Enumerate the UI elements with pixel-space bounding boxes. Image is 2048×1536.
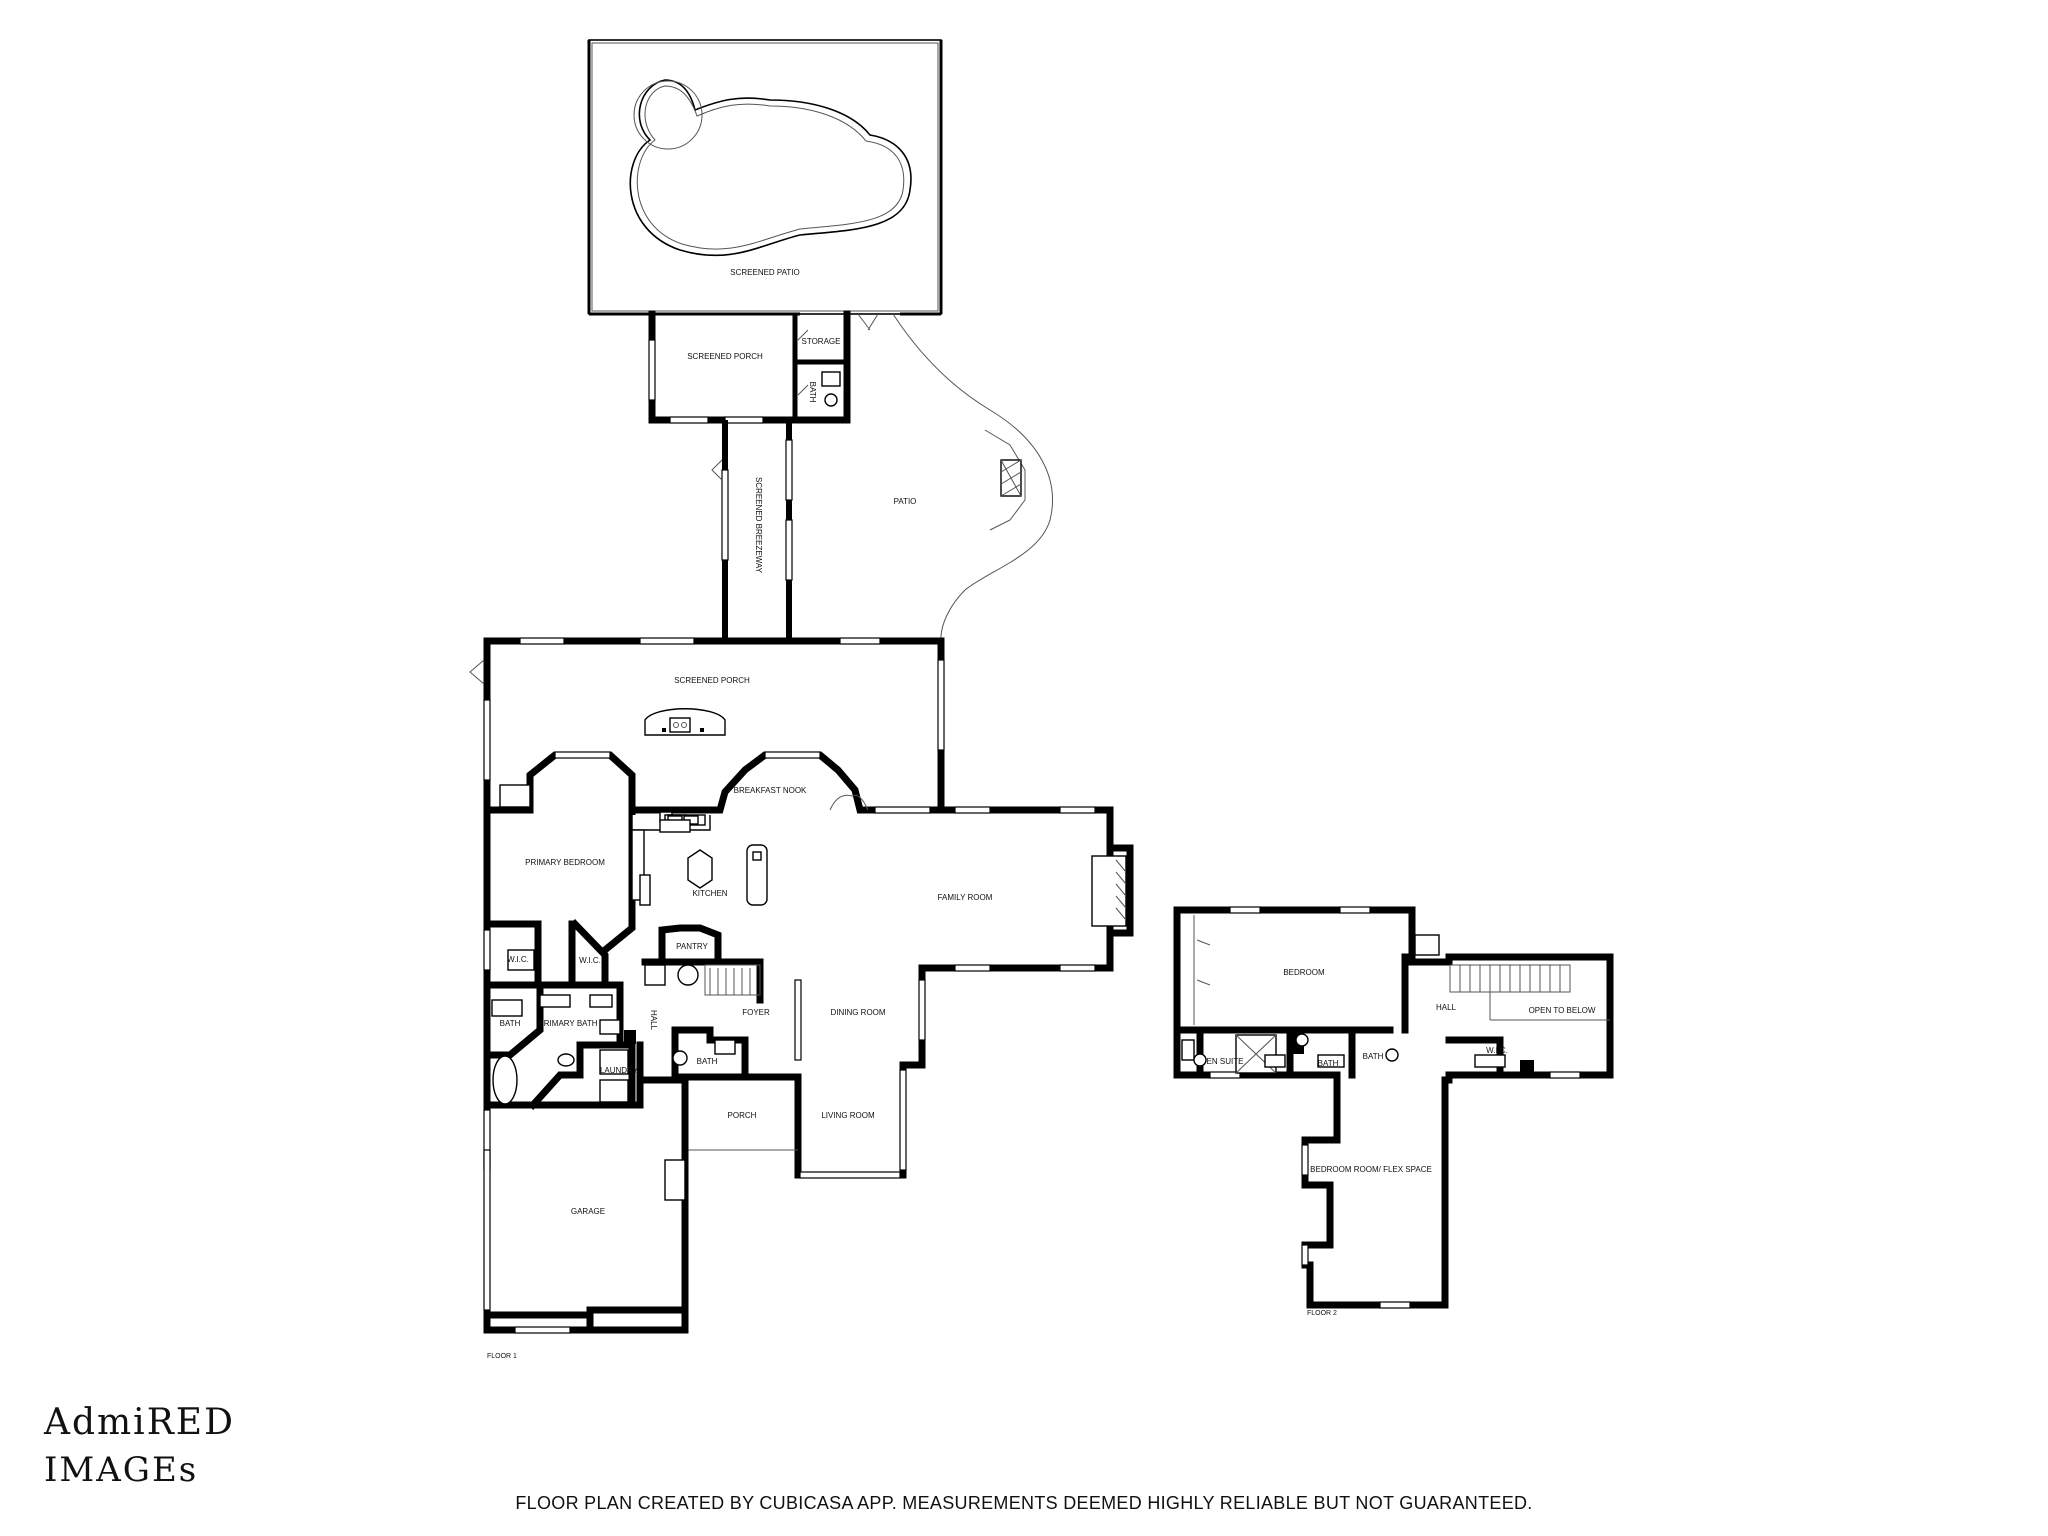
disclaimer-text: FLOOR PLAN CREATED BY CUBICASA APP. MEAS…	[515, 1493, 1533, 1513]
screened-porch-top-area	[648, 310, 851, 424]
label-wic-right: W.I.C.	[579, 956, 601, 965]
label-primary-bath: PRIMARY BATH	[538, 1019, 597, 1028]
label-floor-1: FLOOR 1	[487, 1353, 517, 1360]
screened-patio-area	[587, 39, 943, 316]
label-hall-floor-1: HALL	[649, 1010, 658, 1031]
interior-walls-floor-1	[483, 806, 802, 1334]
label-laundry: LAUNDRY	[600, 1066, 639, 1075]
label-family-room: FAMILY ROOM	[938, 893, 993, 902]
label-bath-floor-2-a: BATH	[1318, 1059, 1339, 1068]
kitchen-fixtures	[631, 811, 768, 906]
admired-images-logo: AdmiRED IMAGEs	[44, 1402, 244, 1498]
label-foyer: FOYER	[742, 1008, 770, 1017]
label-dining-room: DINING ROOM	[830, 1008, 885, 1017]
label-porch: PORCH	[728, 1111, 757, 1120]
label-wic-floor-2: W.I.C.	[1486, 1046, 1508, 1055]
floor-2-plan	[1173, 906, 1614, 1309]
label-screened-patio: SCREENED PATIO	[730, 268, 800, 277]
main-house-walls	[483, 751, 1134, 1334]
label-bedroom: BEDROOM	[1283, 968, 1325, 977]
label-floor-2: FLOOR 2	[1307, 1310, 1337, 1317]
label-hall-floor-2: HALL	[1436, 1003, 1457, 1012]
label-open-to-below: OPEN TO BELOW	[1529, 1006, 1596, 1015]
patio-area	[857, 313, 1053, 642]
label-screened-breezeway: SCREENED BREEZEWAY	[754, 477, 763, 574]
label-pantry: PANTRY	[676, 942, 708, 951]
label-primary-bedroom: PRIMARY BEDROOM	[525, 858, 605, 867]
logo-line-1: AdmiRED	[44, 1402, 235, 1443]
label-en-suite: EN SUITE	[1207, 1057, 1244, 1066]
label-bedroom-flex: BEDROOM ROOM/ FLEX SPACE	[1310, 1165, 1432, 1174]
label-living-room: LIVING ROOM	[821, 1111, 875, 1120]
bath-fixtures-floor-1	[491, 784, 761, 1105]
label-storage: STORAGE	[802, 337, 841, 346]
label-breakfast-nook: BREAKFAST NOOK	[734, 786, 807, 795]
label-bath-floor-2-b: BATH	[1363, 1052, 1384, 1061]
label-patio: PATIO	[894, 497, 917, 506]
label-screened-porch-top: SCREENED PORCH	[687, 352, 763, 361]
label-screened-porch-main: SCREENED PORCH	[674, 676, 750, 685]
label-garage: GARAGE	[571, 1207, 605, 1216]
pool-shape	[629, 79, 912, 257]
floor-1-plan	[469, 39, 1134, 1334]
label-bath-porch: BATH	[808, 382, 817, 403]
label-wic-left: W.I.C.	[507, 955, 529, 964]
screened-breezeway-area	[711, 420, 793, 641]
label-kitchen: KITCHEN	[692, 889, 727, 898]
label-bath-foyer: BATH	[697, 1057, 718, 1066]
label-bath-primary-side: BATH	[500, 1019, 521, 1028]
room-labels: SCREENED PATIO SCREENED PORCH STORAGE BA…	[487, 268, 1596, 1360]
logo-line-2: IMAGEs	[44, 1450, 199, 1490]
